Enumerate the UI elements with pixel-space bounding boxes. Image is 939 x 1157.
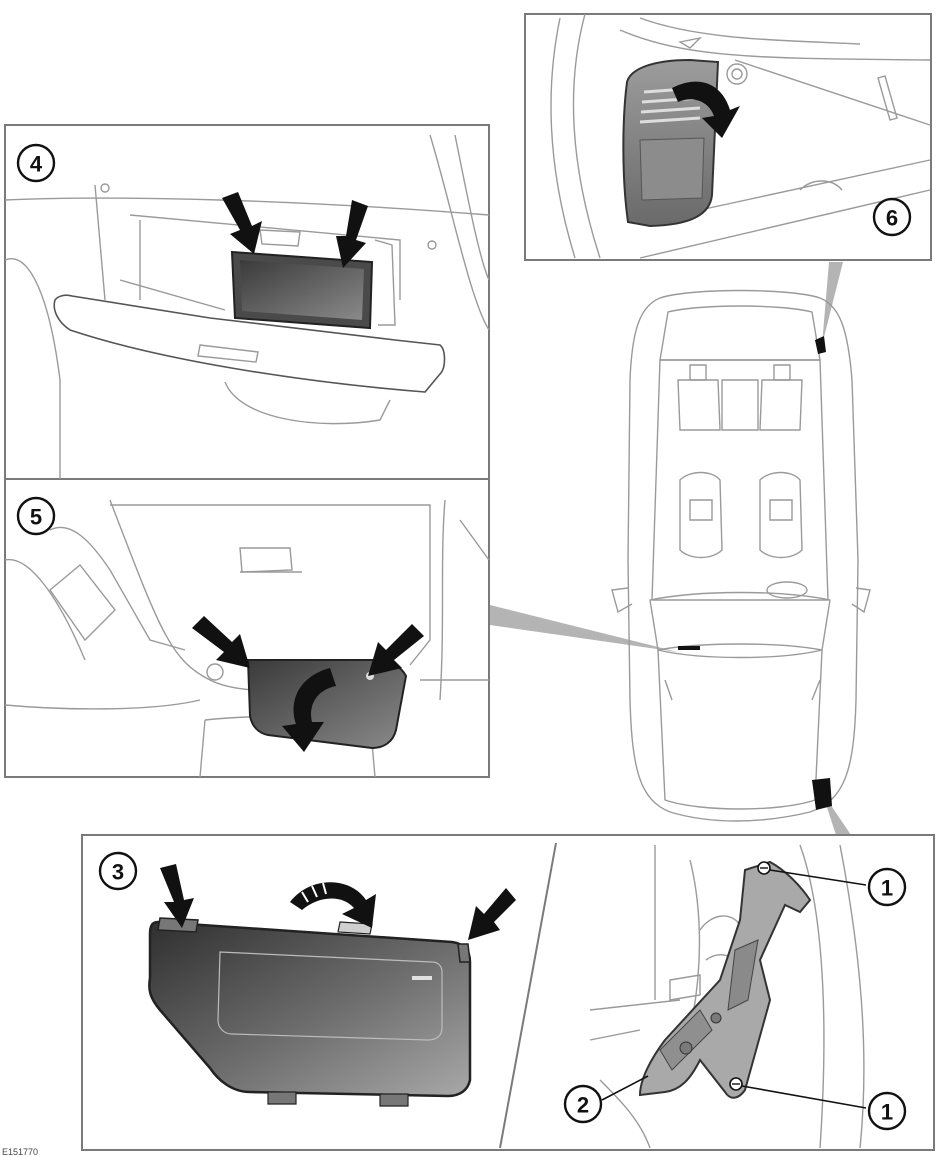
panel-6-frame bbox=[524, 13, 932, 261]
glovebox-location-marker bbox=[678, 646, 700, 650]
curved-arrow-panel-3 bbox=[290, 882, 376, 928]
leader-wedge-panel-5 bbox=[490, 605, 678, 652]
arrow-panel-5-left bbox=[192, 616, 250, 668]
svg-text:4: 4 bbox=[30, 152, 43, 177]
mirror-right bbox=[851, 587, 871, 614]
engine-bay-location-marker bbox=[812, 778, 832, 810]
rear-trim-location-marker bbox=[815, 336, 826, 354]
callout-3: 3 bbox=[98, 851, 138, 891]
panel-3: 3 bbox=[81, 834, 935, 1151]
panel-5-glovebox-lower: 5 bbox=[4, 496, 490, 778]
fuse-box-cover-view: 3 bbox=[98, 851, 516, 1107]
callout-2: 2 bbox=[563, 1084, 603, 1124]
svg-text:6: 6 bbox=[886, 206, 898, 231]
vehicle-body-outline bbox=[627, 289, 859, 822]
svg-text:2: 2 bbox=[577, 1093, 589, 1118]
svg-text:1: 1 bbox=[881, 1100, 893, 1125]
leader-wedge-panel-6 bbox=[822, 262, 843, 345]
curved-arrow-panel-6 bbox=[672, 81, 740, 138]
fuse-box-bracket-view: 1 1 2 bbox=[563, 844, 907, 1149]
svg-text:3: 3 bbox=[112, 860, 124, 885]
callout-5: 5 bbox=[16, 496, 56, 536]
callout-1-top: 1 bbox=[867, 867, 907, 907]
arrow-panel-5-right bbox=[368, 624, 424, 676]
arrow-panel-4-left bbox=[222, 192, 262, 254]
callout-4: 4 bbox=[16, 143, 56, 183]
arrow-panel-4-right bbox=[336, 200, 368, 268]
reference-code: E151770 bbox=[2, 1147, 38, 1157]
svg-text:5: 5 bbox=[30, 505, 42, 530]
callout-6: 6 bbox=[872, 197, 912, 237]
callout-1-bottom: 1 bbox=[867, 1091, 907, 1131]
glovebox-tray bbox=[53, 294, 446, 393]
mirror-left bbox=[611, 587, 633, 614]
curved-arrow-panel-5 bbox=[282, 668, 336, 752]
arrow-panel-3-right bbox=[468, 888, 516, 940]
panel-3-divider bbox=[499, 842, 557, 1149]
vehicle-windscreen bbox=[649, 591, 831, 651]
vehicle-top-view bbox=[611, 289, 871, 822]
panel-4-glovebox-open: 4 bbox=[4, 134, 490, 479]
panel-4-5: 4 bbox=[4, 124, 490, 778]
arrow-panel-3-left bbox=[160, 864, 194, 928]
panel-6: 6 bbox=[524, 13, 932, 261]
trim-cover-grille bbox=[639, 86, 701, 124]
svg-text:1: 1 bbox=[881, 876, 893, 901]
vehicle-bonnet bbox=[657, 649, 823, 810]
